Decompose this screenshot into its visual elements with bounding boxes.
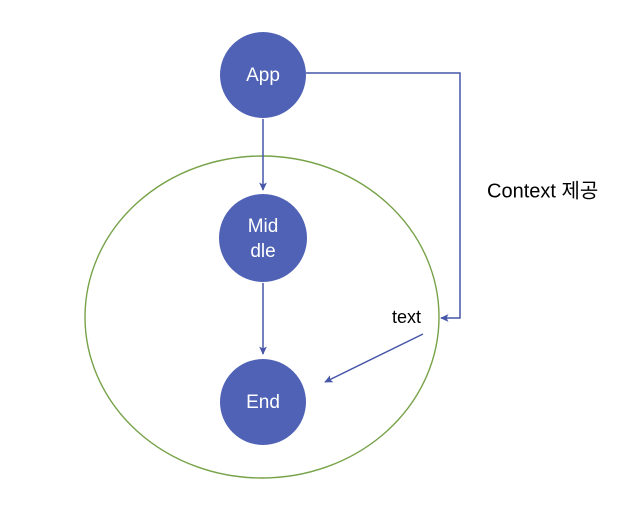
- node-end[interactable]: End: [220, 359, 306, 445]
- node-middle[interactable]: Mid dle: [219, 194, 307, 282]
- edge-text-to-end: [324, 333, 424, 383]
- node-middle-label-line2: dle: [250, 241, 275, 262]
- node-end-label: End: [246, 392, 280, 413]
- annotation-context-provision: Context 제공: [487, 179, 598, 202]
- edge-app-to-boundary: [306, 72, 461, 322]
- node-app-label: App: [246, 65, 280, 86]
- node-middle-circle[interactable]: [219, 194, 307, 282]
- edge-label-text: text: [392, 307, 421, 327]
- node-end-circle[interactable]: [220, 359, 306, 445]
- node-app-circle[interactable]: [220, 32, 306, 118]
- context-boundary-ellipse: [84, 155, 440, 479]
- node-middle-label-line1: Mid: [248, 216, 279, 237]
- node-app[interactable]: App: [220, 32, 306, 118]
